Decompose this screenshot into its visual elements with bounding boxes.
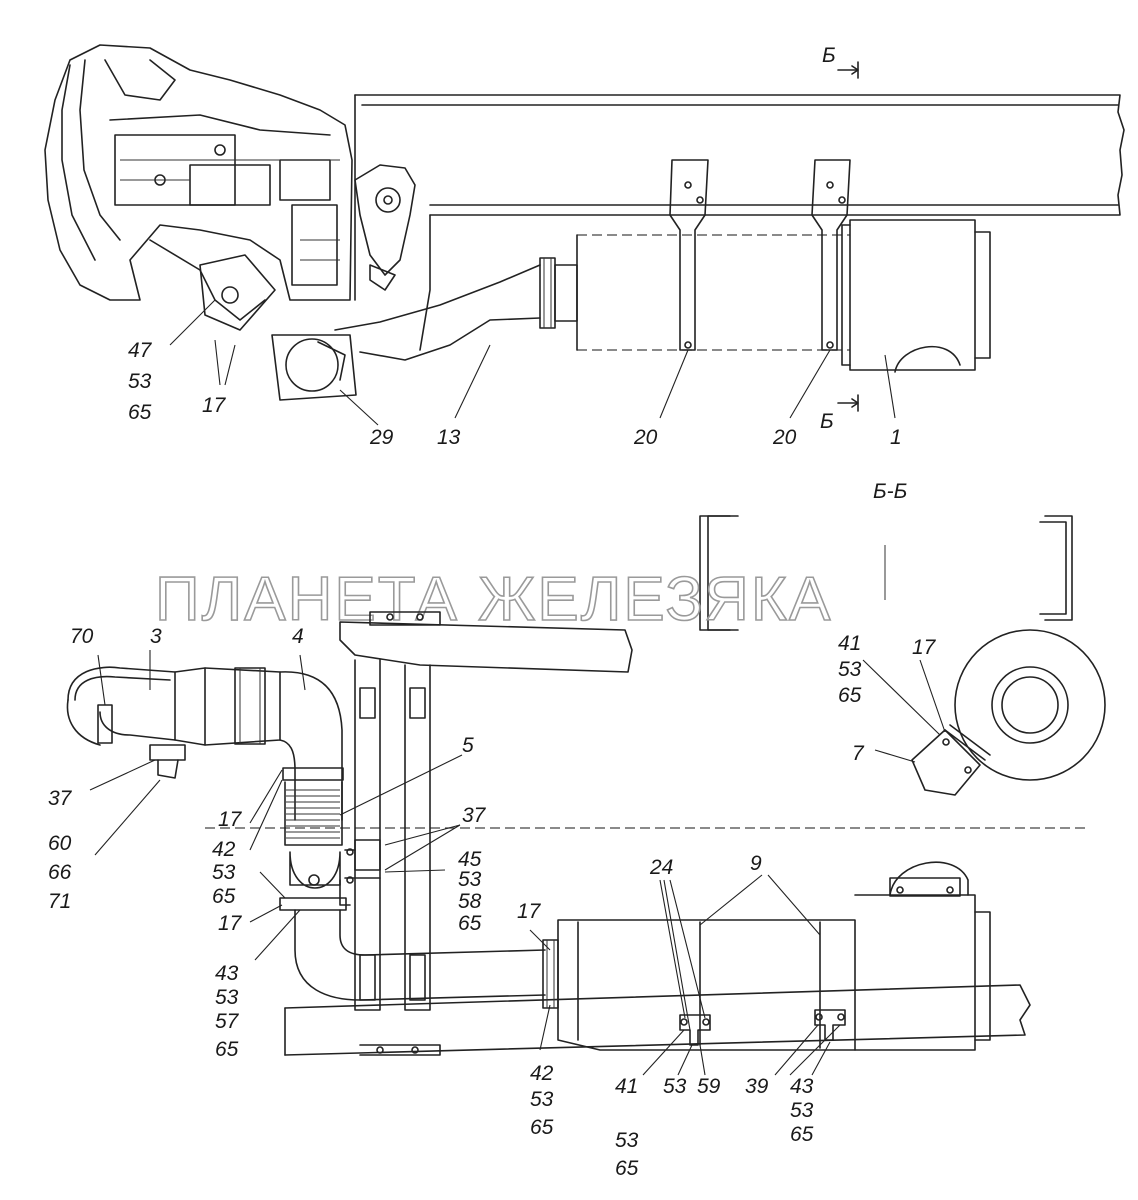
muffler-top [576,219,991,373]
label-59: 59 [697,1075,721,1098]
label-41: 41 [615,1075,638,1098]
label-13: 13 [437,426,461,449]
label-37-left: 37 [48,787,73,810]
pipe-4-elbow [279,671,343,821]
label-53-e: 53 [615,1129,639,1152]
label-42-b: 42 [530,1062,554,1085]
bracket-37-45 [339,839,381,906]
top-view: Б Б 47 53 65 17 29 13 20 20 1 [44,44,1125,449]
muffler-side [557,861,991,1051]
label-71: 71 [48,890,71,913]
engine-assembly [44,44,353,331]
label-9: 9 [750,852,762,875]
label-3: 3 [150,625,162,648]
air-cleaner-section [954,629,1106,781]
label-47: 47 [128,339,153,362]
clamp-20-right [811,159,851,351]
label-65-f: 65 [790,1123,814,1146]
label-20-left: 20 [633,426,658,449]
frame-bracket [354,164,416,291]
label-4: 4 [292,625,304,648]
label-20-right: 20 [772,426,797,449]
cross-member [339,611,633,1011]
label-17-section: 17 [912,636,937,659]
label-58: 58 [458,890,482,913]
label-53-a: 53 [212,861,236,884]
label-70: 70 [70,625,94,648]
label-42-a: 42 [212,838,236,861]
section-letter-top: Б [822,44,836,67]
label-24: 24 [649,856,673,879]
section-mark-bottom: Б [820,394,859,433]
label-53-f: 53 [663,1075,687,1098]
label-37-right: 37 [462,804,487,827]
label-53-b: 53 [458,868,482,891]
label-66: 66 [48,861,72,884]
label-53-g: 53 [790,1099,814,1122]
bellows-5 [279,767,347,911]
label-43-a: 43 [215,962,239,985]
section-view-b-b: Б-Б 41 53 65 17 7 [699,480,1106,796]
section-letter-bottom: Б [820,410,834,433]
label-53-d: 53 [530,1088,554,1111]
label-7: 7 [852,742,865,765]
flange-29 [271,334,357,401]
label-65-c: 65 [215,1038,239,1061]
label-17-b: 17 [218,912,243,935]
label-45: 45 [458,848,482,871]
label-65: 65 [128,401,152,424]
label-29: 29 [369,426,394,449]
label-65-e: 65 [615,1157,639,1180]
section-view-title: Б-Б [873,480,907,503]
label-39: 39 [745,1075,769,1098]
section-mark-top: Б [822,44,859,79]
label-65-a: 65 [212,885,236,908]
label-60: 60 [48,832,72,855]
watermark-text: ПЛАНЕТА ЖЕЛЕЗЯКА [155,565,832,634]
label-1: 1 [890,426,902,449]
label-43-b: 43 [790,1075,814,1098]
label-53-c: 53 [215,986,239,1009]
pipe-horizontal [294,909,559,1009]
label-17-c: 17 [517,900,542,923]
exhaust-pipe-13 [334,257,578,361]
label-57: 57 [215,1010,240,1033]
clamp-20-left [669,159,709,351]
frame-rail-top [354,94,1125,351]
label-41: 41 [838,632,861,655]
label-65-b: 65 [458,912,482,935]
label-17: 17 [202,394,227,417]
frame-rail-side [284,984,1031,1056]
pipe-3-elbow [66,666,281,779]
label-53: 53 [128,370,152,393]
label-53-section: 53 [838,658,862,681]
side-view: 70 3 4 5 37 60 66 71 37 45 53 58 65 17 4… [48,611,1085,1180]
label-17-a: 17 [218,808,243,831]
label-5: 5 [462,734,474,757]
label-65-section: 65 [838,684,862,707]
label-65-d: 65 [530,1116,554,1139]
